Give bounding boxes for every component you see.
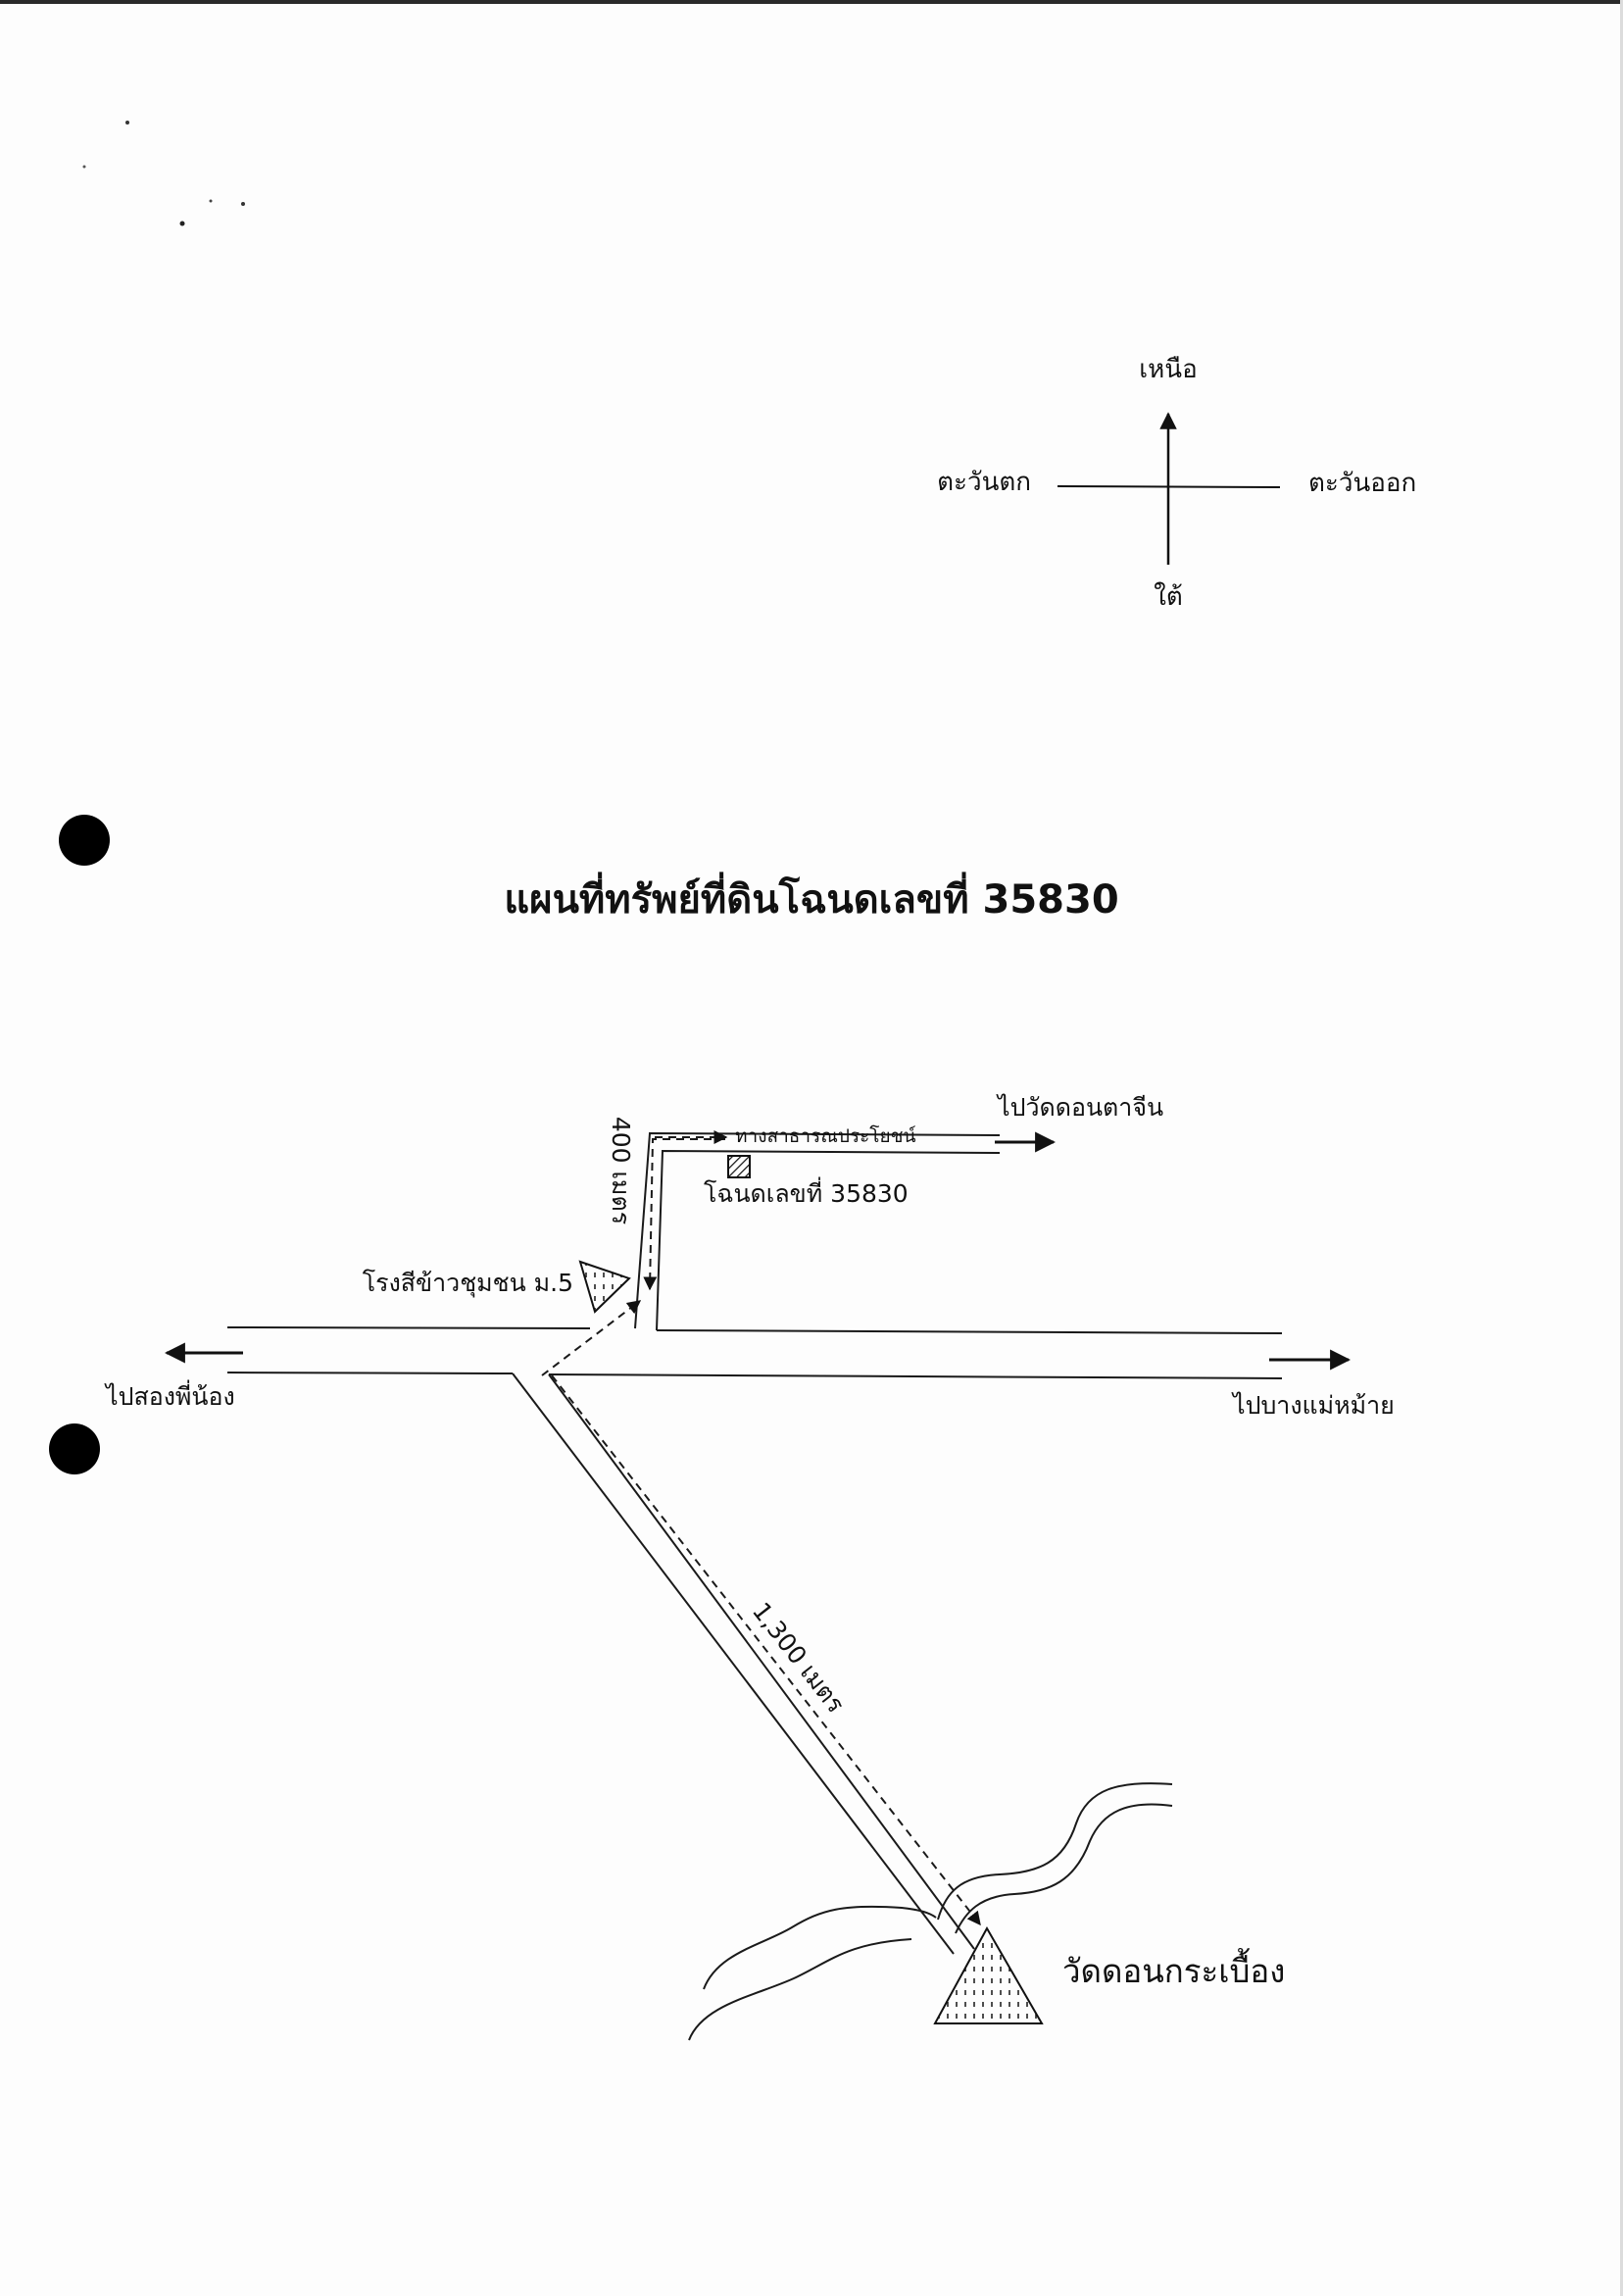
compass-rose: เหนือ ใต้ ตะวันตก ตะวันออก	[937, 355, 1416, 612]
distance-1300m-label: 1,300 เมตร	[747, 1597, 850, 1719]
direction-arrows: ไปวัดดอนตาจีน ไปสองพี่น้อง ไปบางแม่หม้าย	[104, 1093, 1395, 1420]
parcel-marker: โฉนดเลขที่ 35830 ทางสาธารณประโยชน์	[704, 1124, 916, 1208]
scan-edge	[1620, 0, 1623, 2296]
triangle-landmark-icon	[578, 1260, 631, 1314]
parcel-label: โฉนดเลขที่ 35830	[704, 1176, 909, 1208]
scan-edge	[0, 0, 1623, 4]
scan-specks	[82, 121, 245, 226]
public-way-label: ทางสาธารณประโยชน์	[735, 1124, 916, 1147]
map-title: แผนที่ทรัพย์ที่ดินโฉนดเลขที่ 35830	[504, 872, 1118, 923]
compass-west-label: ตะวันตก	[937, 468, 1031, 497]
compass-north-label: เหนือ	[1139, 355, 1197, 384]
temple-label: วัดดอนกระเบื้อง	[1062, 1948, 1285, 1990]
temple-marker: วัดดอนกระเบื้อง	[933, 1925, 1285, 2024]
rice-mill-marker: โรงสีข้าวชุมชน ม.5	[363, 1260, 631, 1314]
hatched-parcel-icon	[727, 1155, 751, 1178]
temple-road	[512, 1373, 975, 1955]
to-song-phi-nong-label: ไปสองพี่น้อง	[104, 1379, 235, 1411]
north-road	[634, 1131, 1001, 1331]
main-road	[226, 1326, 1283, 1379]
punch-hole	[49, 1423, 100, 1474]
triangle-landmark-icon	[933, 1925, 1044, 2024]
to-bang-mae-mai-label: ไปบางแม่หม้าย	[1231, 1391, 1395, 1420]
punch-hole	[59, 815, 110, 866]
compass-east-label: ตะวันออก	[1308, 469, 1416, 498]
route-path	[541, 1130, 981, 1926]
to-wat-don-ta-chin-label: ไปวัดดอนตาจีน	[996, 1093, 1163, 1122]
rice-mill-label: โรงสีข้าวชุมชน ม.5	[363, 1269, 573, 1298]
distance-400m-label: 400 เมตร	[607, 1117, 635, 1224]
river	[688, 1782, 1173, 2041]
compass-south-label: ใต้	[1154, 582, 1183, 612]
